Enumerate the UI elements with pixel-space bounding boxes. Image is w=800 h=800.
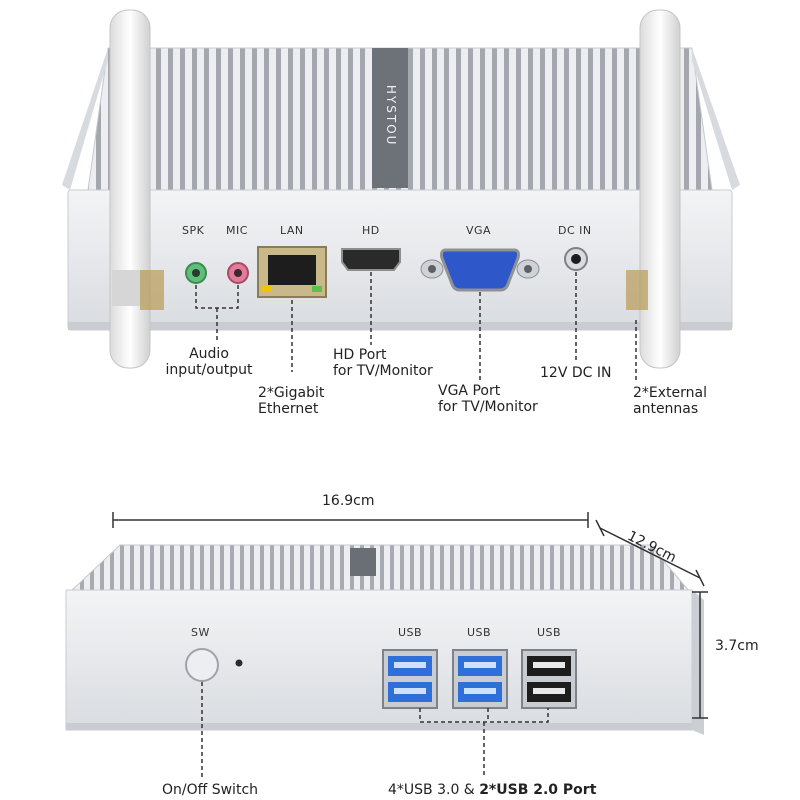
usb2-port-group bbox=[521, 649, 577, 709]
switch-callout: On/Off Switch bbox=[162, 782, 259, 798]
height-dimension: 3.7cm bbox=[715, 638, 759, 654]
front-panel bbox=[65, 589, 693, 731]
audio-callout-line2: input/output bbox=[165, 362, 253, 379]
antenna-left bbox=[109, 9, 151, 369]
usb-callout-normal: 4*USB 3.0 & bbox=[388, 782, 480, 798]
audio-callout: Audio input/output bbox=[154, 346, 264, 378]
vga-label: VGA bbox=[466, 224, 492, 237]
top-callout-lines bbox=[195, 272, 637, 382]
usb-label-3: USB bbox=[537, 626, 562, 639]
vga-callout: VGA Port for TV/Monitor bbox=[438, 383, 538, 415]
hd-callout: HD Port for TV/Monitor bbox=[333, 347, 433, 379]
dc-in-label: DC IN bbox=[558, 224, 592, 237]
sw-label: SW bbox=[191, 626, 210, 639]
brand-plate bbox=[372, 48, 408, 188]
hd-label: HD bbox=[362, 224, 380, 237]
power-button bbox=[185, 648, 219, 682]
audio-callout-line1: Audio bbox=[189, 346, 229, 362]
dimension-lines bbox=[112, 512, 708, 719]
antenna-callout-line1: 2*External bbox=[633, 385, 707, 401]
ethernet-callout-line1: 2*Gigabit bbox=[258, 385, 325, 401]
ethernet-callout: 2*Gigabit Ethernet bbox=[258, 385, 324, 417]
usb-label-2: USB bbox=[467, 626, 492, 639]
usb-label-1: USB bbox=[398, 626, 423, 639]
top-device bbox=[62, 9, 740, 369]
power-led bbox=[235, 659, 243, 667]
usb3-port-group bbox=[382, 649, 508, 709]
width-dimension: 16.9cm bbox=[322, 493, 375, 509]
usb-callout: 4*USB 3.0 & 2*USB 2.0 Port bbox=[388, 782, 596, 798]
spk-label: SPK bbox=[182, 224, 205, 237]
hd-callout-line1: HD Port bbox=[333, 347, 387, 363]
ethernet-callout-line2: Ethernet bbox=[258, 401, 319, 418]
hd-callout-line2: for TV/Monitor bbox=[333, 363, 433, 380]
antenna-callout-line2: antennas bbox=[633, 401, 699, 418]
bottom-device bbox=[65, 544, 704, 735]
bottom-heatsink bbox=[68, 544, 692, 593]
hd-port bbox=[341, 248, 401, 271]
lan-label: LAN bbox=[280, 224, 304, 237]
usb-callout-bold: 2*USB 2.0 Port bbox=[479, 782, 597, 798]
vga-callout-line1: VGA Port bbox=[438, 383, 501, 399]
mic-label: MIC bbox=[226, 224, 248, 237]
dc-callout: 12V DC IN bbox=[540, 365, 612, 381]
antenna-callout: 2*External antennas bbox=[633, 385, 707, 417]
antenna-right bbox=[639, 9, 681, 369]
brand-text: HYSTOU bbox=[383, 84, 398, 147]
vga-callout-line2: for TV/Monitor bbox=[438, 399, 538, 416]
bottom-callout-lines bbox=[201, 682, 549, 778]
vga-port bbox=[440, 248, 520, 292]
